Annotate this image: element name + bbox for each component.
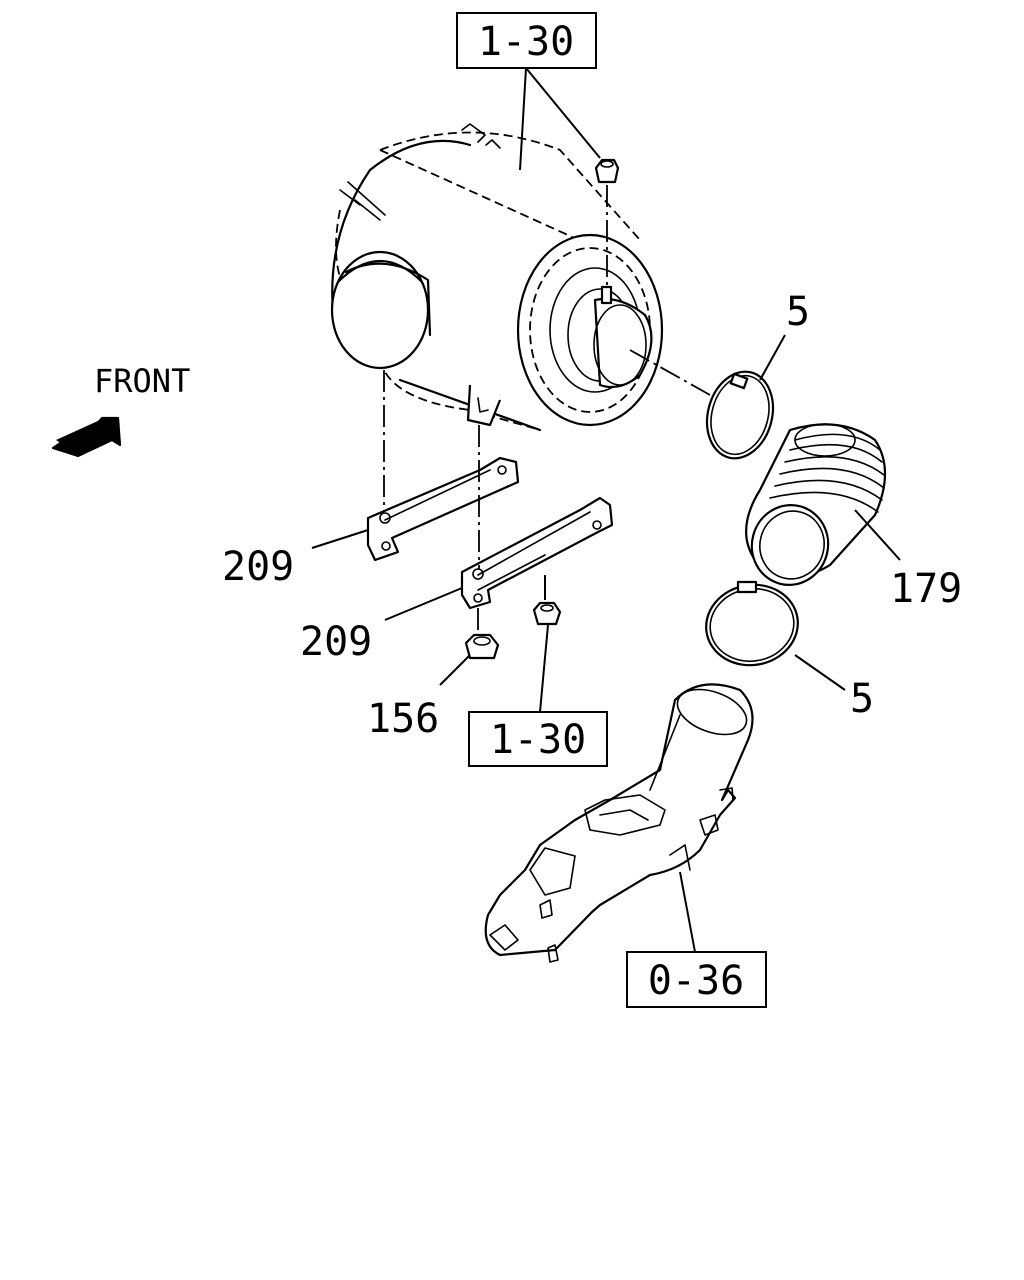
flange-nut <box>464 633 500 660</box>
part-label-5-upper: 5 <box>786 289 810 335</box>
leader-lines <box>311 67 901 953</box>
ref-label-top: 1-30 <box>478 19 574 65</box>
part-label-156: 156 <box>367 696 439 742</box>
ref-label-bottom: 0-36 <box>648 958 744 1004</box>
cap-nut <box>594 158 620 184</box>
air-cleaner <box>330 123 664 432</box>
hose-clamp-upper <box>705 370 775 460</box>
part-label-5-lower: 5 <box>850 676 874 722</box>
part-label-179: 179 <box>890 566 962 612</box>
center-lines <box>383 185 711 635</box>
ref-box-mid: 1-30 <box>468 711 608 767</box>
intake-duct <box>484 683 754 963</box>
part-label-209-upper: 209 <box>222 544 294 590</box>
hose-clamp-lower <box>705 580 799 667</box>
bellows-hose <box>745 423 887 586</box>
front-arrow-icon <box>51 416 122 458</box>
bracket-upper <box>366 456 520 562</box>
hex-nut <box>532 601 562 626</box>
ref-box-top: 1-30 <box>456 12 597 69</box>
part-label-209-lower: 209 <box>300 619 372 665</box>
ref-label-mid: 1-30 <box>490 717 586 763</box>
front-label: FRONT <box>94 362 190 400</box>
bracket-lower <box>460 496 614 610</box>
ref-box-bottom: 0-36 <box>626 951 767 1008</box>
